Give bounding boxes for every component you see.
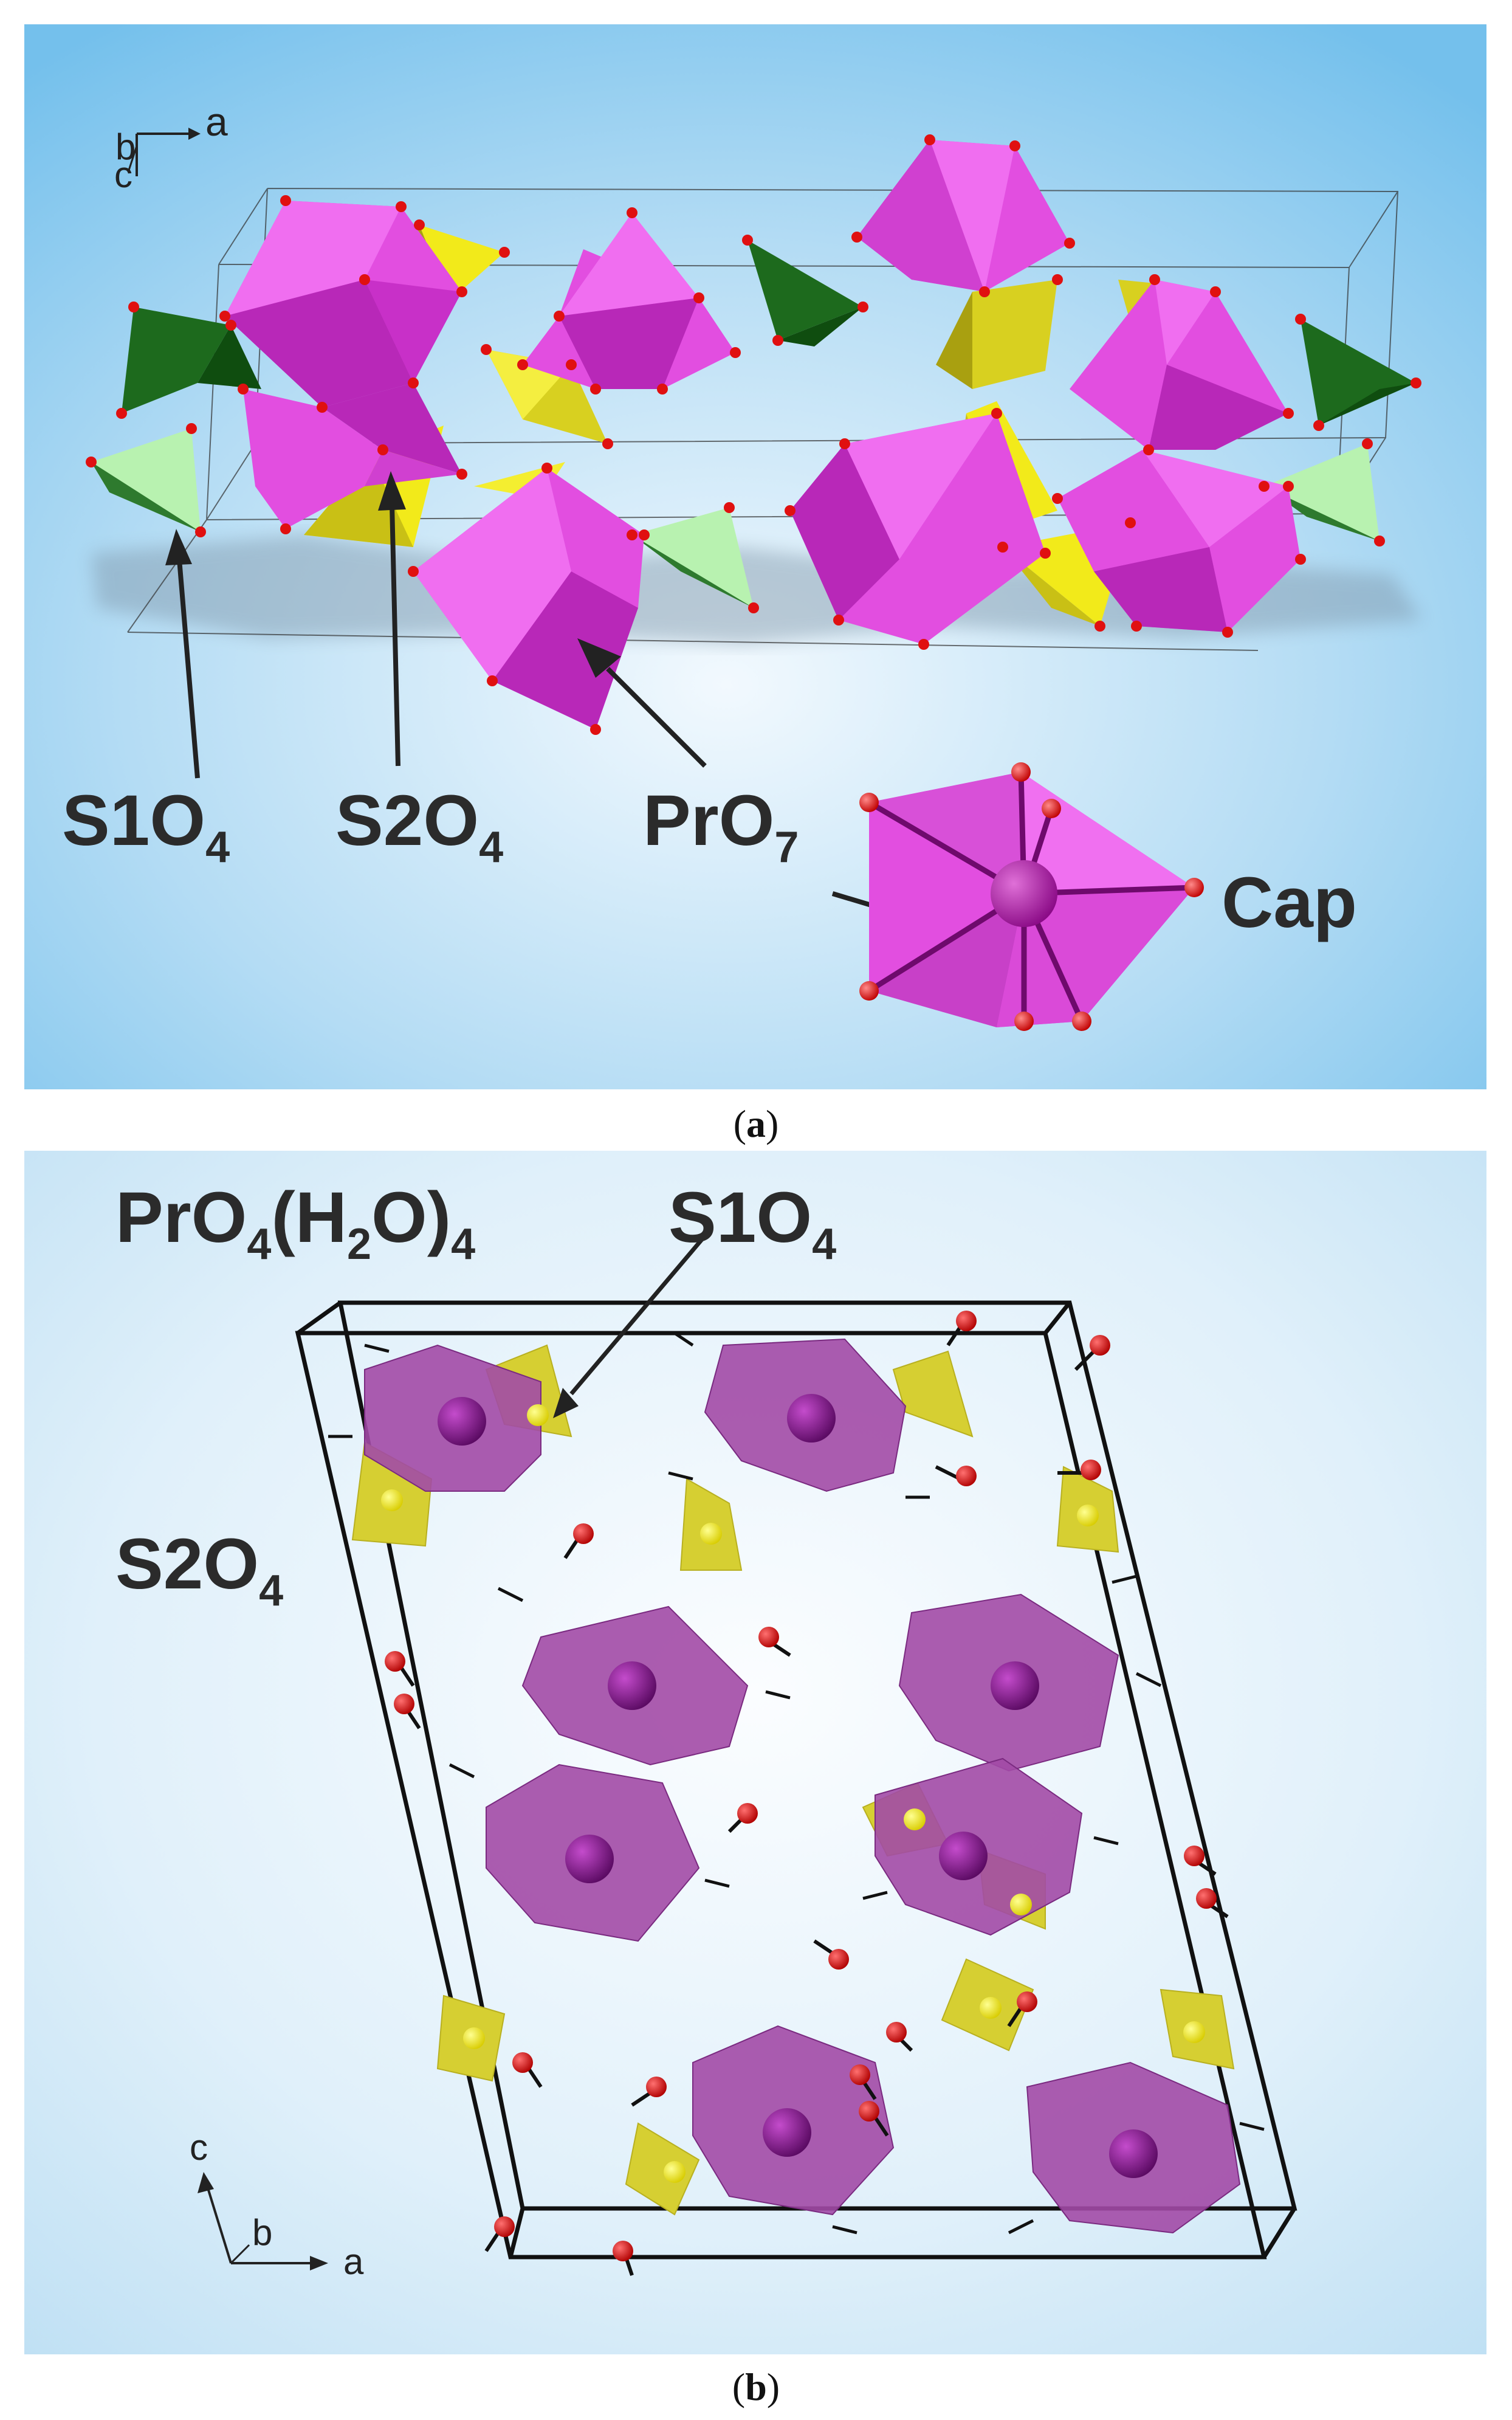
- water-molecules-b: [328, 1311, 1265, 2276]
- label-pro4h2o4: PrO4(H2O)4: [115, 1177, 475, 1269]
- label-s2o4-b: S2O4: [115, 1524, 283, 1615]
- label-cap: Cap: [1222, 863, 1357, 943]
- axis-c-label: c: [114, 154, 132, 195]
- axes-indicator-b: c b a: [190, 2127, 364, 2282]
- s-atoms-b: [381, 1404, 1205, 2183]
- pr-atoms-b: [438, 1394, 1158, 2178]
- pro7-inset-polyhedron: [859, 762, 1204, 1031]
- s1o4-dark-tetrahedra: [122, 240, 1416, 426]
- axis-c-label-b: c: [190, 2127, 208, 2168]
- panel-a: a b c S1O4 S2O4 PrO7 Cap: [24, 24, 1486, 1089]
- oxygen-atoms: [86, 134, 1421, 735]
- label-s1o4-b: S1O4: [668, 1177, 836, 1269]
- axis-a-label: a: [205, 99, 228, 144]
- axis-a-label-b: a: [343, 2241, 364, 2282]
- label-s1o4-a: S1O4: [62, 781, 230, 872]
- s1o4-light-tetrahedra: [91, 429, 1380, 608]
- caption-b: (b): [732, 2365, 780, 2408]
- caption-a: (a): [733, 1102, 779, 1145]
- panel-b: PrO4(H2O)4 S1O4 S2O4 c b a: [24, 1151, 1486, 2354]
- pr-atom: [991, 860, 1057, 927]
- label-s2o4-a: S2O4: [335, 781, 503, 872]
- pro7-polyhedra: [225, 140, 1301, 729]
- axis-b-label-b: b: [252, 2212, 272, 2253]
- axis-b-label: b: [115, 126, 136, 167]
- label-arrow-b: [553, 1234, 707, 1418]
- axes-indicator-a: a b c: [114, 99, 228, 195]
- panel-a-diagram: a b c S1O4 S2O4 PrO7 Cap: [24, 24, 1486, 1089]
- label-pro7: PrO7: [643, 781, 799, 872]
- unit-cell-box-b: [295, 1300, 1297, 2260]
- label-arrows-a: [165, 471, 927, 924]
- panel-b-diagram: PrO4(H2O)4 S1O4 S2O4 c b a: [24, 1151, 1486, 2354]
